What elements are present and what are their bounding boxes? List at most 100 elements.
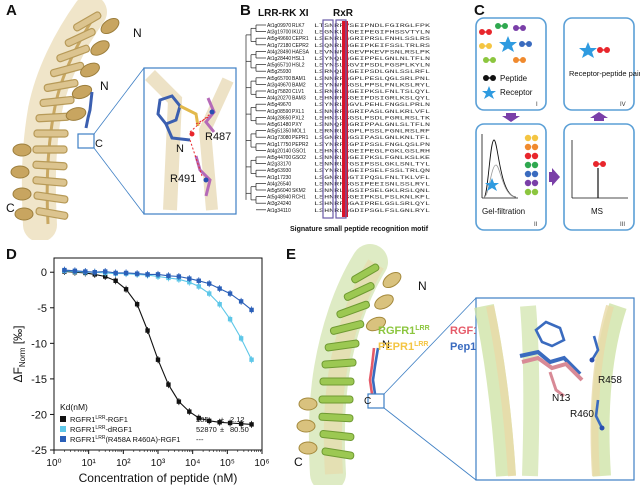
gene-sequence: LSNNRFSGSIPEEISNLSSLRYL <box>314 181 430 187</box>
data-point <box>134 302 140 307</box>
legend-peptide: Peptide <box>483 74 528 83</box>
receptor-star-icon <box>499 36 517 52</box>
pair-peptide-icon <box>597 47 610 53</box>
gene-id: At1g75820 <box>267 89 291 95</box>
gene-sequence: LSNNRLSGEIPKSLFGNLKSLKE <box>314 155 430 161</box>
inset-label-n13: N13 <box>552 393 571 404</box>
gene-id: At4g26540 <box>267 181 291 187</box>
data-point <box>62 267 67 273</box>
workflow-box-i <box>475 17 547 111</box>
arrow-up-icon <box>590 112 608 121</box>
workflow-box-ii <box>475 123 547 231</box>
data-point <box>145 272 150 277</box>
inset-label-n-a: N <box>176 143 184 155</box>
x-axis-label: Concentration of peptide (nM) <box>79 471 238 485</box>
data-point <box>155 272 161 277</box>
gene-id: At4g28650 <box>267 115 291 121</box>
gene-id: At1g17750 <box>267 142 291 148</box>
gene-id: At1g28440 <box>267 56 291 62</box>
panel-c-workflow: Peptide Receptor I Receptor-peptide pair… <box>475 17 640 231</box>
gene-id: At4g20270 <box>267 96 291 102</box>
data-point <box>72 268 78 273</box>
data-point <box>187 279 192 285</box>
legend-kd-pm: ± <box>220 415 224 424</box>
gene-sequence: LSRNRLSGEIPKSLFNLTSLQYL <box>314 89 430 95</box>
legend-kd-value: --- <box>196 435 204 444</box>
superposed-solenoid <box>296 244 402 485</box>
x-tick-label: 10⁶ <box>254 458 269 469</box>
data-point <box>207 291 212 296</box>
gel-filtration-label: Gel-filtration <box>482 207 525 216</box>
gene-sequence: LTSNRFVSEIPNDLFGIRGLFPK <box>314 23 430 29</box>
panel-c-label: C <box>474 2 485 19</box>
gene-sequence: LSYNRLSGEIPSELFSSLTRLQN <box>314 168 430 174</box>
data-point <box>113 270 118 276</box>
data-point <box>113 278 118 283</box>
gene-name: MOL1 <box>292 129 306 135</box>
data-point <box>227 420 233 426</box>
gene-sequence: LSNNRFSGRIPASLGNLKRLVFL <box>314 109 430 115</box>
legend-swatch <box>60 436 66 442</box>
y-tick-label: -20 <box>31 409 47 421</box>
gene-id: At5g56040 <box>267 188 291 194</box>
gene-sequence: LSHNRFSGEIPDSIGRLKSLQYL <box>314 96 430 102</box>
label-c-mid-a: C <box>95 138 103 150</box>
series-curve <box>64 270 252 425</box>
gene-sequence: LSRNRLSGPLPSSLFGNLRSLRF <box>314 129 430 135</box>
data-point <box>187 276 192 281</box>
motif-column-n <box>342 21 348 217</box>
y-axis-label: ΔFNorm [‰] <box>11 326 27 383</box>
ms-label: MS <box>591 207 603 216</box>
svg-text:Receptor: Receptor <box>500 88 533 97</box>
data-point <box>249 307 254 313</box>
gene-sequence: LSYNNFSGSLPPSLFNLKSLRYL <box>314 82 430 88</box>
gene-id: At5g65710 <box>267 63 291 69</box>
gene-sequence: LSENRLSGRIPRSLFNHLSSLRS <box>314 36 430 42</box>
data-point <box>249 357 254 362</box>
gene-sequence: LSHNRLSGEIPKSLFSLKNLKFL <box>314 195 430 201</box>
gene-id: At1g09970 <box>267 23 291 29</box>
inset-e: N13 R458 R460 <box>474 297 635 481</box>
gene-name: PXL2 <box>292 115 304 121</box>
y-tick-label: -5 <box>37 303 47 315</box>
data-point <box>145 328 150 333</box>
legend-swatch <box>60 416 66 422</box>
lrr-solenoid-a <box>10 0 120 240</box>
data-point <box>217 302 222 307</box>
gene-sequence: LSNNRFSGPLPESLQGLSRLPNL <box>314 76 430 82</box>
data-point <box>217 420 222 425</box>
gene-sequence: LSYNRFEGPIPSSLFNGLQSLPN <box>314 142 430 148</box>
legend-kd-pm: ± <box>220 425 224 434</box>
data-point <box>249 422 254 427</box>
y-tick-label: 0 <box>41 267 47 279</box>
gene-name: IKU2 <box>292 30 303 36</box>
data-point <box>238 299 244 304</box>
inset-label-r491: R491 <box>170 173 196 185</box>
alignment-title: LRR-RK XI <box>258 8 309 19</box>
data-point <box>103 274 108 279</box>
gene-sequence: LSYNQLSGEIPPELGNLNLTFLN <box>314 56 430 62</box>
gene-sequence: LSNNRLTGSIPSSLGKLSNLTYL <box>314 162 430 168</box>
arrow-right-icon <box>549 168 560 186</box>
inset-a: N R487 R491 <box>143 67 237 215</box>
label-c-bottom-a: C <box>6 201 15 215</box>
legend-label: RGFR1LRR-dRGF1 <box>70 425 132 434</box>
gene-sequence: LSHNKLSGEIPEGLFGKLGSLRH <box>314 148 430 154</box>
gene-id: At3g24240 <box>267 201 291 207</box>
data-point <box>123 287 129 292</box>
label-c-mid-e: C <box>364 396 371 407</box>
gene-id: At5g44700 <box>267 155 291 161</box>
box-label-i: I <box>536 102 538 108</box>
gene-sequence: LSQNRLSGEIPKEIFSSLTRLRS <box>314 43 430 49</box>
gene-id: At1g72180 <box>267 43 291 49</box>
gene-name: RCH1 <box>292 195 306 201</box>
gene-id: At1g34110 <box>267 208 291 214</box>
gene-id: At4g28490 <box>267 49 291 55</box>
inset-box-e <box>367 393 385 409</box>
